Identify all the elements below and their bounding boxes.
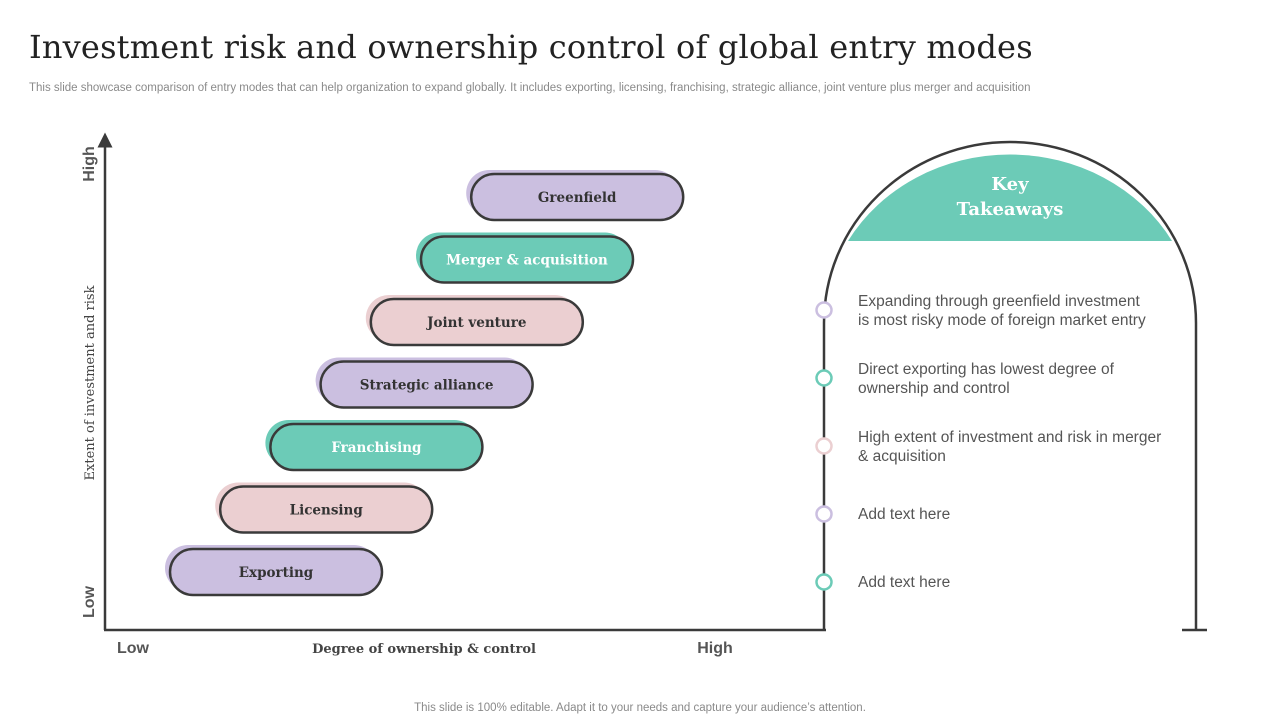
step-label: Strategic alliance xyxy=(360,378,494,394)
takeaway-text-line: Expanding through greenfield investment xyxy=(858,293,1140,310)
takeaway-list: Expanding through greenfield investment i… xyxy=(815,293,1161,591)
takeaways-heading-line1: Key xyxy=(991,174,1029,195)
takeaway-bullet-icon xyxy=(815,301,833,319)
step-pill xyxy=(469,172,685,222)
entry-mode-step: Joint venture xyxy=(365,295,585,347)
entry-mode-step: Strategic alliance xyxy=(315,357,534,409)
takeaway-text-line: Add text here xyxy=(858,506,950,523)
takeaway-text-line: Add text here xyxy=(858,574,950,591)
step-pill xyxy=(319,360,534,409)
takeaway-text-line: ownership and control xyxy=(858,380,1010,397)
entry-mode-step: Exporting xyxy=(165,545,384,597)
takeaway-item: Expanding through greenfield investment i… xyxy=(815,293,1146,329)
takeaway-text-line: Direct exporting has lowest degree of xyxy=(858,361,1115,378)
step-label: Franchising xyxy=(331,440,422,456)
step-label: Exporting xyxy=(239,565,314,581)
takeaways-arch-outline xyxy=(822,140,1198,630)
y-axis-title: Extent of investment and risk xyxy=(83,285,98,480)
takeaway-text-line: & acquisition xyxy=(858,448,946,465)
takeaway-bullet-icon xyxy=(815,505,833,523)
takeaway-bullet-icon xyxy=(815,369,833,387)
y-axis-high-label: High xyxy=(81,146,98,182)
entry-mode-steps: Exporting Licensing Franchising Strategic a… xyxy=(165,170,685,597)
y-axis-low-label: Low xyxy=(81,585,98,618)
slide-subtitle: This slide showcase comparison of entry … xyxy=(29,82,1031,94)
step-pill xyxy=(269,422,484,472)
takeaway-item: Add text here xyxy=(815,573,950,591)
entry-mode-step: Licensing xyxy=(215,482,434,534)
takeaway-item: Direct exporting has lowest degree of own… xyxy=(815,361,1115,397)
step-label: Licensing xyxy=(290,503,364,519)
key-takeaways-panel: Key Takeaways Expanding through greenfie… xyxy=(815,140,1207,632)
x-axis-high-label: High xyxy=(697,640,733,657)
entry-mode-step: Greenfield xyxy=(466,170,685,222)
entry-mode-step: Franchising xyxy=(265,420,484,472)
x-axis-title: Degree of ownership & control xyxy=(312,642,536,657)
takeaway-item: Add text here xyxy=(815,505,950,523)
takeaways-heading-line2: Takeaways xyxy=(957,199,1064,220)
takeaway-text-line: is most risky mode of foreign market ent… xyxy=(858,312,1146,329)
step-pill xyxy=(369,297,585,347)
entry-modes-diagram: High Low Extent of investment and risk L… xyxy=(81,132,1207,657)
step-pill xyxy=(218,485,434,534)
takeaways-header-fill xyxy=(848,154,1172,241)
takeaway-item: High extent of investment and risk in me… xyxy=(815,429,1161,465)
takeaway-bullet-icon xyxy=(815,437,833,455)
step-label: Merger & acquisition xyxy=(446,253,608,269)
slide-title: Investment risk and ownership control of… xyxy=(29,28,1033,66)
step-label: Greenfield xyxy=(538,190,617,206)
x-axis-low-label: Low xyxy=(117,640,150,657)
step-pill xyxy=(168,547,384,597)
step-pill xyxy=(419,235,635,284)
slide-footer: This slide is 100% editable. Adapt it to… xyxy=(414,702,866,714)
takeaway-bullet-icon xyxy=(815,573,833,591)
takeaway-text-line: High extent of investment and risk in me… xyxy=(858,429,1161,446)
step-label: Joint venture xyxy=(426,315,526,331)
entry-mode-step: Merger & acquisition xyxy=(416,232,635,284)
